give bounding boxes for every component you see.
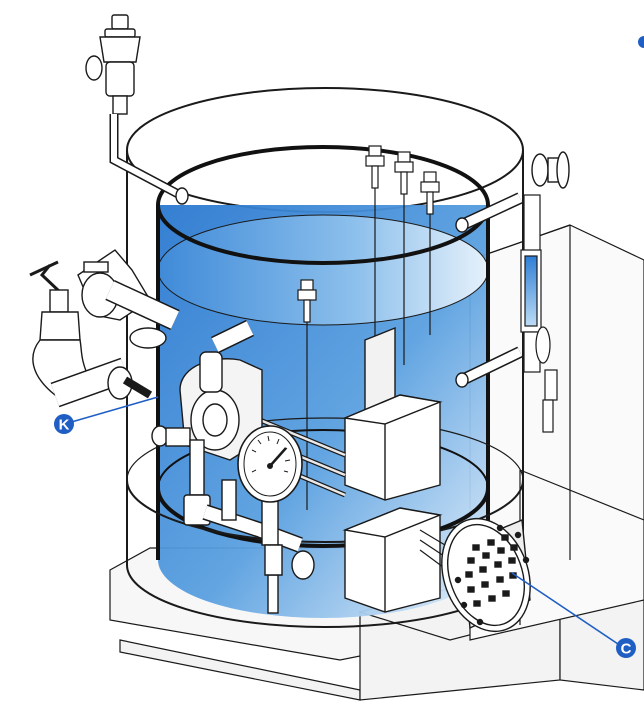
leader-line-k bbox=[67, 396, 159, 424]
right-nozzles bbox=[455, 151, 570, 388]
callout-marker-c: C bbox=[616, 638, 636, 658]
partial-callout-top-right bbox=[638, 36, 644, 48]
heater-assembly bbox=[259, 326, 471, 613]
level-gauge bbox=[520, 194, 558, 433]
bolted-flange bbox=[441, 517, 531, 633]
leader-lines bbox=[67, 396, 619, 645]
inlet-valve-assembly bbox=[29, 249, 180, 408]
callout-marker-k: K bbox=[54, 414, 74, 434]
callout-circle-k bbox=[54, 414, 74, 434]
feed-fittings bbox=[151, 319, 315, 614]
callout-label-c: C bbox=[621, 641, 632, 658]
leader-line-c bbox=[511, 572, 619, 645]
probe-group bbox=[297, 145, 440, 510]
callout-label-k: K bbox=[59, 417, 70, 434]
lower-ring bbox=[126, 417, 524, 543]
pressure-gauge bbox=[237, 425, 303, 503]
callout-circle-c bbox=[616, 638, 636, 658]
vent-valve bbox=[85, 14, 189, 205]
